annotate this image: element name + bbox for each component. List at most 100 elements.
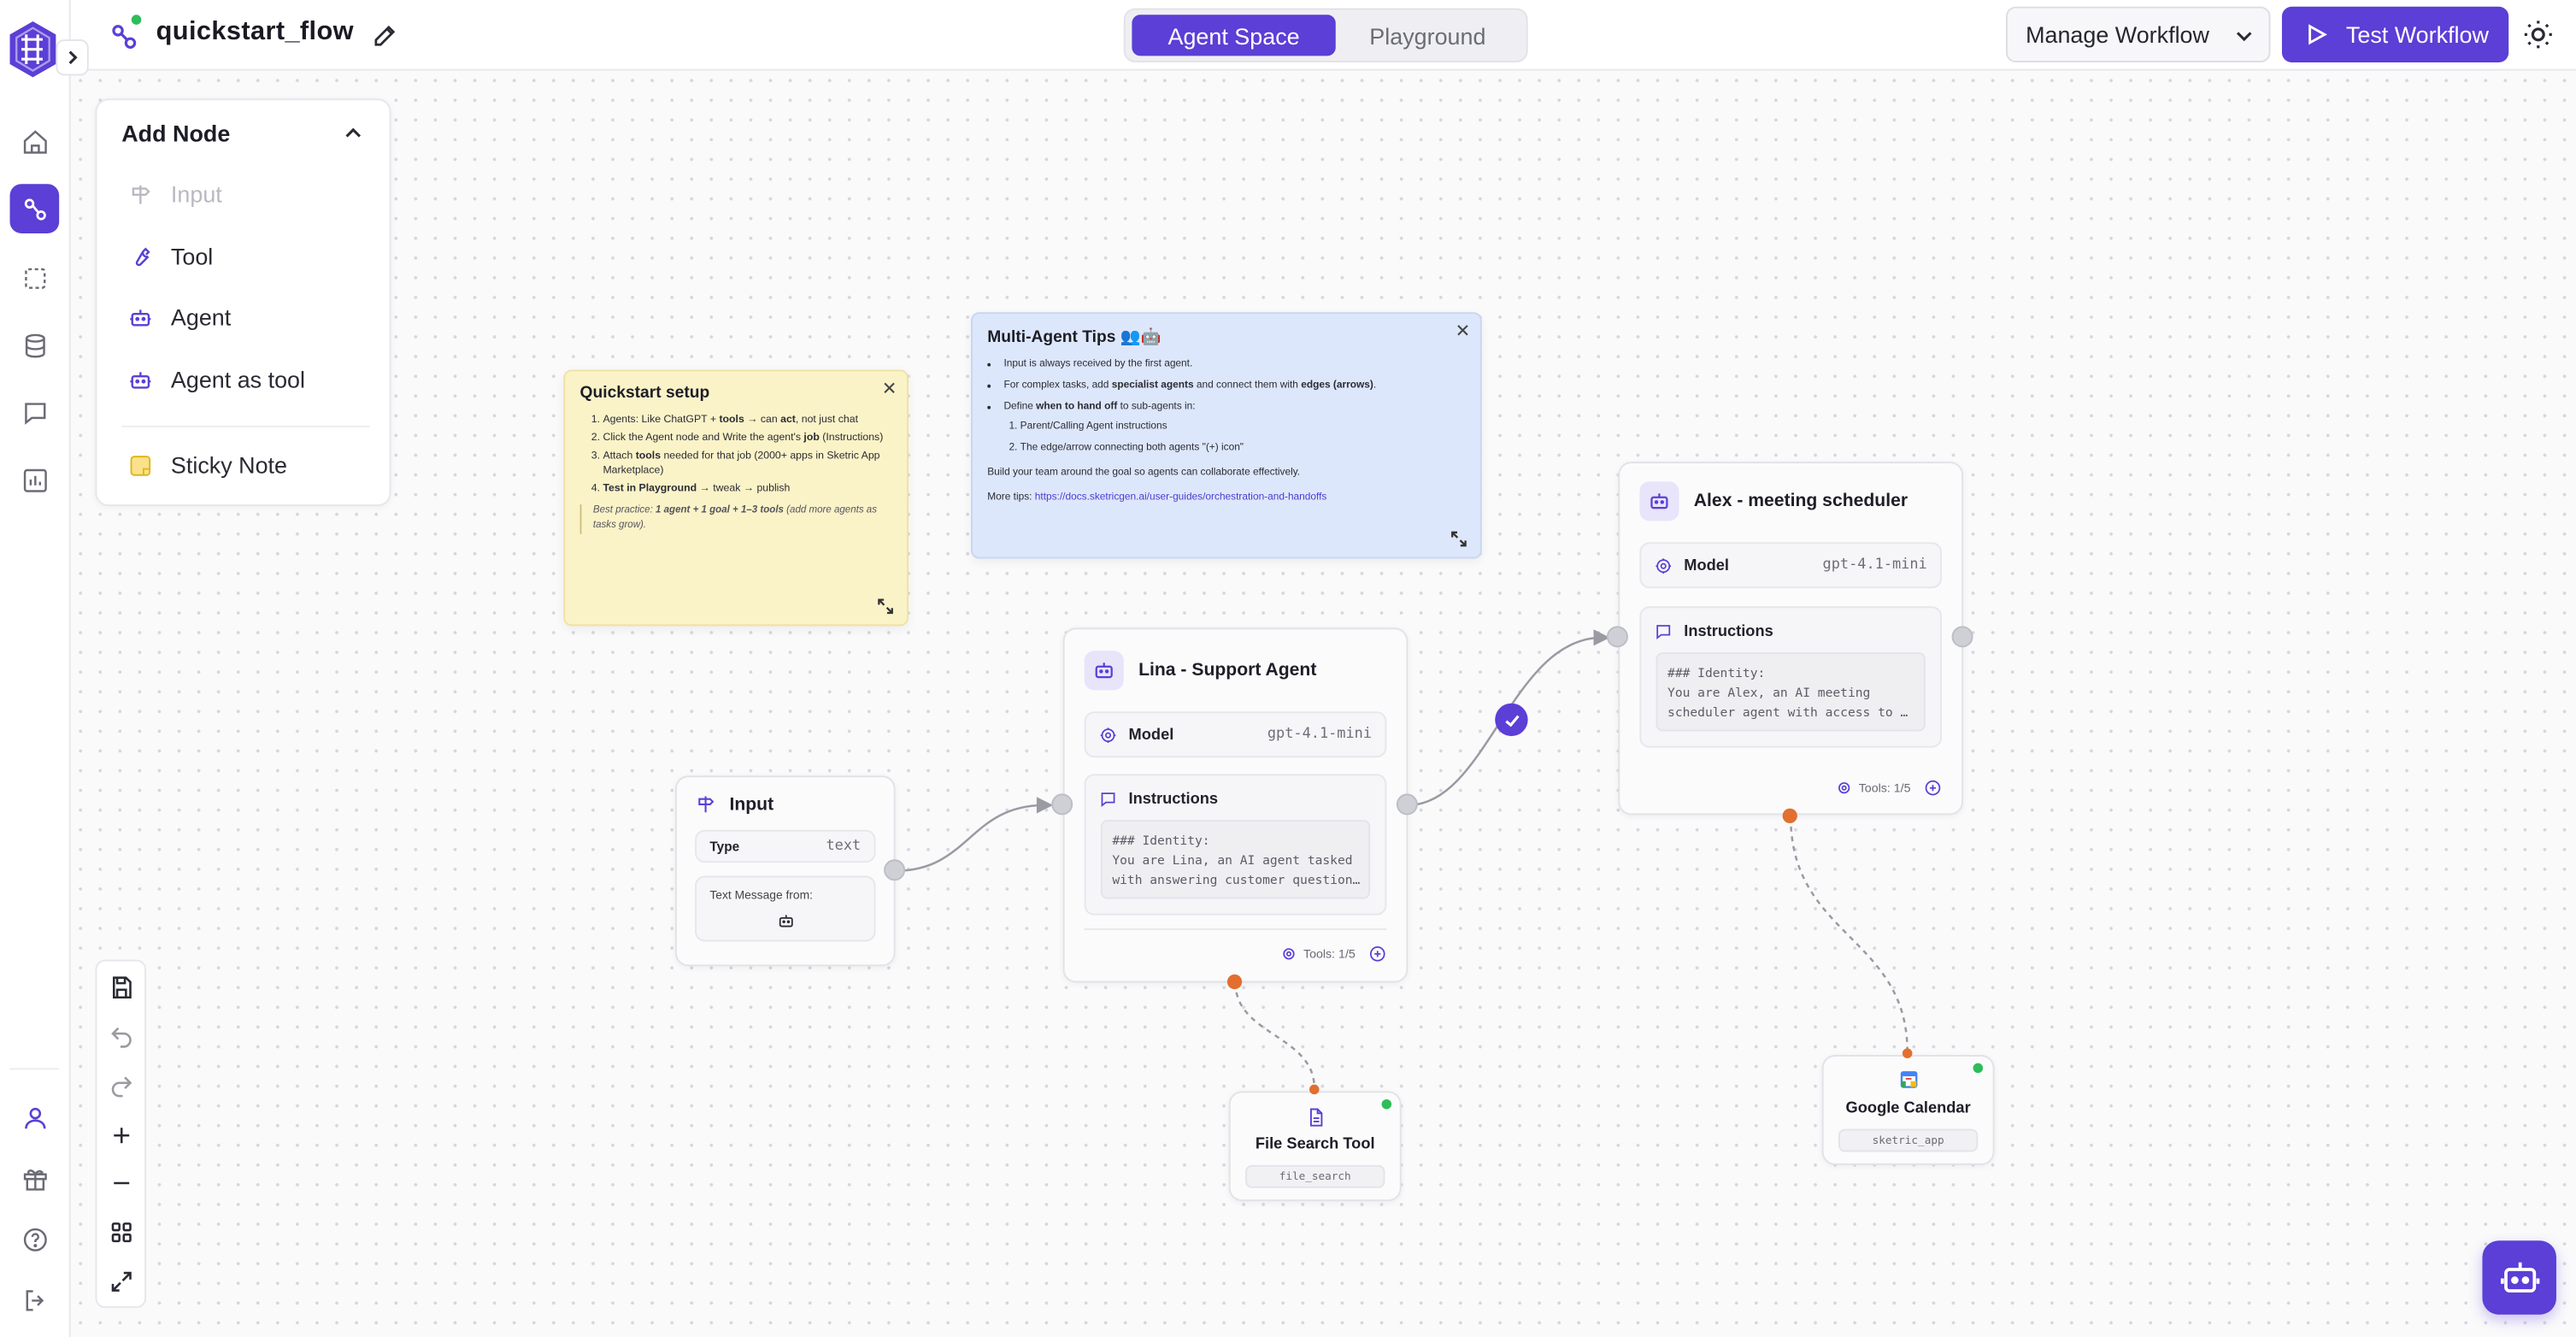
view-switcher: Agent Space Playground [1123,8,1528,63]
add-node-label: Agent [170,303,232,331]
tool-title: Google Calendar [1845,1098,1971,1118]
add-node-agent-as-tool[interactable]: Agent as tool [128,360,305,399]
nav-help[interactable] [10,1215,60,1264]
agent-avatar [1084,651,1124,691]
nav-user[interactable] [10,1093,60,1142]
agent-node-lina[interactable]: Lina - Support Agent Model gpt-4.1-mini … [1062,627,1409,983]
left-sidebar [0,0,71,1337]
tab-playground[interactable]: Playground [1369,21,1486,49]
page-title: quickstart_flow [156,18,354,46]
close-icon[interactable]: ✕ [1455,321,1471,342]
lina-input-handle[interactable] [1051,793,1073,816]
zoom-in-icon[interactable] [109,1122,135,1149]
manage-workflow-button[interactable]: Manage Workflow [2006,6,2271,63]
tab-agent-space[interactable]: Agent Space [1132,15,1336,56]
nav-chat[interactable] [10,388,60,438]
best-practice-quote: Best practice: 1 agent + 1 goal + 1–3 to… [579,504,892,534]
agent-node-alex[interactable]: Alex - meeting scheduler Model gpt-4.1-m… [1618,462,1964,816]
robot-icon [130,371,151,388]
tips-list: Input is always received by the first ag… [987,356,1465,455]
nav-workflow[interactable] [9,184,60,233]
robot-icon [130,309,151,326]
add-tool-icon[interactable] [1924,779,1942,797]
message-source-field: Text Message from: [695,875,876,942]
gcal-tool-handle[interactable] [1902,1048,1913,1058]
status-dot [1381,1098,1392,1110]
instructions-field[interactable]: Instructions ### Identity: You are Lina,… [1084,774,1387,916]
nav-selection[interactable] [10,253,60,303]
sidebar-divider [9,1068,60,1070]
redo-icon[interactable] [109,1073,135,1099]
field-label: Type [709,839,740,854]
app-logo[interactable] [7,20,60,79]
nav-gift[interactable] [10,1153,60,1203]
handoff-check-icon[interactable] [1495,703,1528,737]
node-title: Input [729,794,774,815]
tools-counter: Tools: 1/5 [1282,945,1386,963]
robot-icon [1650,493,1668,509]
list-item: Attach tools needed for that job (2000+ … [603,449,891,479]
add-node-panel: Add Node Input Tool Agent Agent as tool … [95,98,391,507]
zoom-out-icon[interactable] [109,1170,135,1197]
resize-icon[interactable] [877,598,893,615]
save-icon[interactable] [109,975,135,1001]
add-node-sticky-note[interactable]: Sticky Note [128,445,287,485]
test-workflow-label: Test Workflow [2345,21,2489,48]
input-node[interactable]: Input Type text Text Message from: [675,775,896,967]
assistant-bot-button[interactable] [2482,1240,2556,1315]
wrench-icon [135,246,150,266]
chevron-down-icon [2236,32,2252,42]
nav-logout[interactable] [10,1275,60,1325]
layout-grid-icon[interactable] [109,1219,135,1246]
lina-output-handle[interactable] [1396,793,1418,816]
model-field[interactable]: Model gpt-4.1-mini [1084,711,1387,758]
handoff-sub-steps: Parent/Calling Agent instructions The ed… [1003,419,1465,455]
quickstart-sticky-note[interactable]: Quickstart setup ✕ Agents: Like ChatGPT … [563,369,909,627]
tool-node-google-calendar[interactable]: Google Calendar sketric_app [1821,1055,1995,1165]
robot-icon [2499,1261,2539,1292]
canvas-controls [95,959,147,1309]
instructions-field[interactable]: Instructions ### Identity: You are Alex,… [1639,606,1943,748]
alex-input-handle[interactable] [1606,626,1628,648]
undo-icon[interactable] [109,1024,135,1051]
tool-node-file-search[interactable]: File Search Tool file_search [1228,1091,1402,1202]
tool-title: File Search Tool [1255,1135,1375,1154]
add-tool-icon[interactable] [1368,945,1386,963]
sidebar-expand-button[interactable] [56,39,89,76]
list-item: Define when to hand off to sub-agents in… [1003,399,1465,455]
list-item: The edge/arrow connecting both agents "(… [1020,440,1466,455]
lina-tool-handle[interactable] [1226,974,1243,990]
alex-tool-handle[interactable] [1782,808,1797,824]
fit-view-icon[interactable] [109,1269,135,1295]
add-node-tool[interactable]: Tool [128,237,213,276]
multi-agent-tips-note[interactable]: Multi-Agent Tips 👥🤖 ✕ Input is always re… [971,312,1482,559]
robot-icon [1095,663,1113,679]
workflow-icon [112,25,137,50]
workflow-icon [23,197,45,220]
more-tips-line: More tips: https://docs.sketricgen.ai/us… [987,491,1327,504]
file-tool-handle[interactable] [1309,1084,1320,1095]
robot-icon [779,915,793,928]
node-title: Lina - Support Agent [1138,660,1317,680]
node-header: Input [695,793,773,815]
test-workflow-button[interactable]: Test Workflow [2281,6,2509,63]
alex-output-handle[interactable] [1951,626,1973,648]
note-title: Quickstart setup [579,384,710,403]
sun-icon[interactable] [2522,18,2555,50]
nav-analytics[interactable] [10,455,60,504]
add-node-agent[interactable]: Agent [128,297,231,337]
nav-home[interactable] [10,116,60,166]
resize-icon[interactable] [1450,531,1467,547]
pencil-icon[interactable] [371,21,399,50]
add-node-input[interactable]: Input [128,174,222,214]
model-field[interactable]: Model gpt-4.1-mini [1639,542,1943,589]
chevron-up-icon[interactable] [344,123,363,143]
nav-database[interactable] [10,321,60,370]
quickstart-steps: Agents: Like ChatGPT + tools → can act, … [580,412,892,496]
manage-workflow-label: Manage Workflow [2026,21,2209,48]
add-node-label: Input [170,180,222,208]
docs-link[interactable]: https://docs.sketricgen.ai/user-guides/o… [1034,491,1327,504]
close-icon[interactable]: ✕ [881,380,897,400]
field-label: Instructions [1655,623,1773,641]
input-output-handle[interactable] [884,859,906,881]
